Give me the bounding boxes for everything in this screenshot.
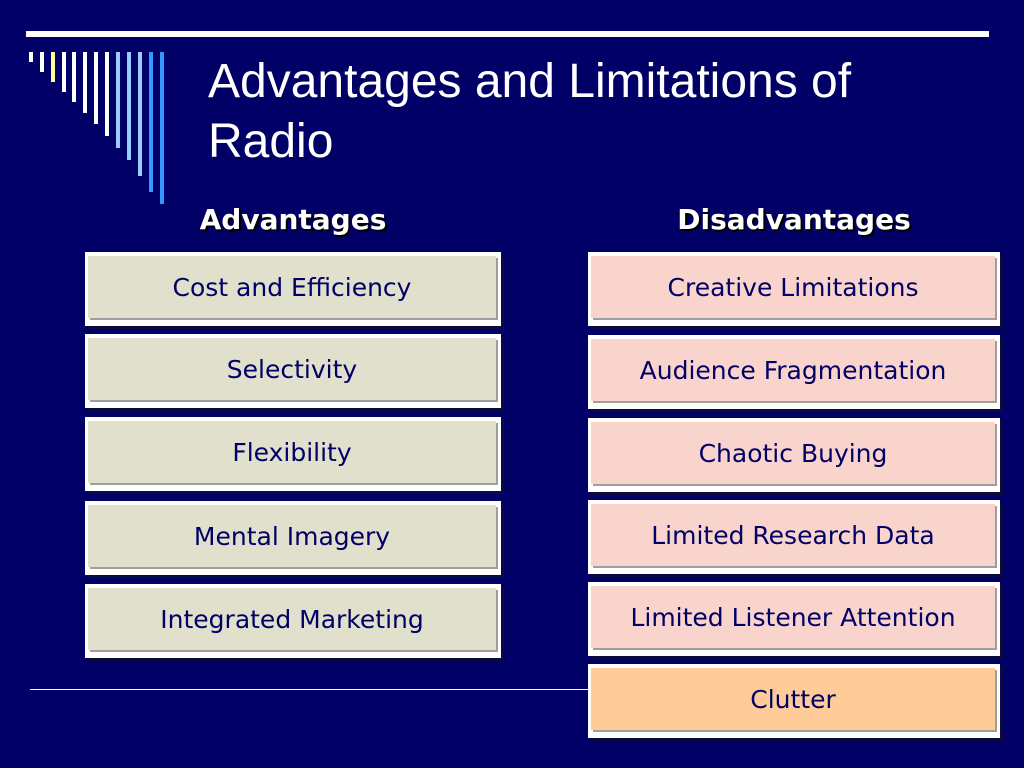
stripe	[72, 52, 76, 102]
advantages-heading: Advantages	[199, 203, 387, 236]
disadvantage-label: Audience Fragmentation	[591, 339, 995, 401]
stripe	[105, 52, 109, 136]
stripe	[40, 52, 44, 72]
disadvantage-label: Limited Listener Attention	[591, 586, 995, 648]
advantage-label: Flexibility	[88, 421, 496, 483]
stripe	[94, 52, 98, 124]
advantage-label: Integrated Marketing	[88, 588, 496, 650]
stripe	[83, 52, 87, 113]
stripe	[29, 52, 33, 62]
bottom-rule	[30, 689, 590, 690]
advantage-box-mental-imagery: Mental Imagery	[85, 501, 501, 575]
advantage-box-integrated-marketing: Integrated Marketing	[85, 584, 501, 658]
disadvantage-box-chaotic-buying: Chaotic Buying	[588, 418, 1000, 492]
advantage-label: Selectivity	[88, 338, 496, 400]
disadvantage-label: Chaotic Buying	[591, 422, 995, 484]
advantage-box-flexibility: Flexibility	[85, 417, 501, 491]
advantage-box-cost-efficiency: Cost and Efficiency	[85, 252, 501, 326]
disadvantage-label: Limited Research Data	[591, 504, 995, 566]
stripe	[149, 52, 153, 192]
title-line-2: Radio	[208, 115, 334, 168]
title-line-1: Advantages and Limitations of	[208, 55, 852, 108]
top-rule	[26, 31, 989, 37]
stripe	[138, 52, 142, 176]
slide-title: Advantages and Limitations of Radio	[208, 52, 998, 172]
disadvantage-label: Clutter	[591, 668, 995, 730]
advantage-label: Mental Imagery	[88, 505, 496, 567]
stripe	[51, 52, 55, 82]
decorative-stripes	[0, 0, 180, 210]
disadvantage-box-limited-research-data: Limited Research Data	[588, 500, 1000, 574]
disadvantages-heading: Disadvantages	[677, 203, 911, 236]
stripe	[62, 52, 66, 92]
advantage-label: Cost and Efficiency	[88, 256, 496, 318]
stripe	[116, 52, 120, 148]
stripe	[160, 52, 164, 204]
disadvantage-box-limited-listener-attention: Limited Listener Attention	[588, 582, 1000, 656]
advantage-box-selectivity: Selectivity	[85, 334, 501, 408]
disadvantage-label: Creative Limitations	[591, 256, 995, 318]
disadvantage-box-creative-limitations: Creative Limitations	[588, 252, 1000, 326]
disadvantage-box-audience-fragmentation: Audience Fragmentation	[588, 335, 1000, 409]
stripe	[127, 52, 131, 160]
disadvantage-box-clutter: Clutter	[588, 664, 1000, 738]
